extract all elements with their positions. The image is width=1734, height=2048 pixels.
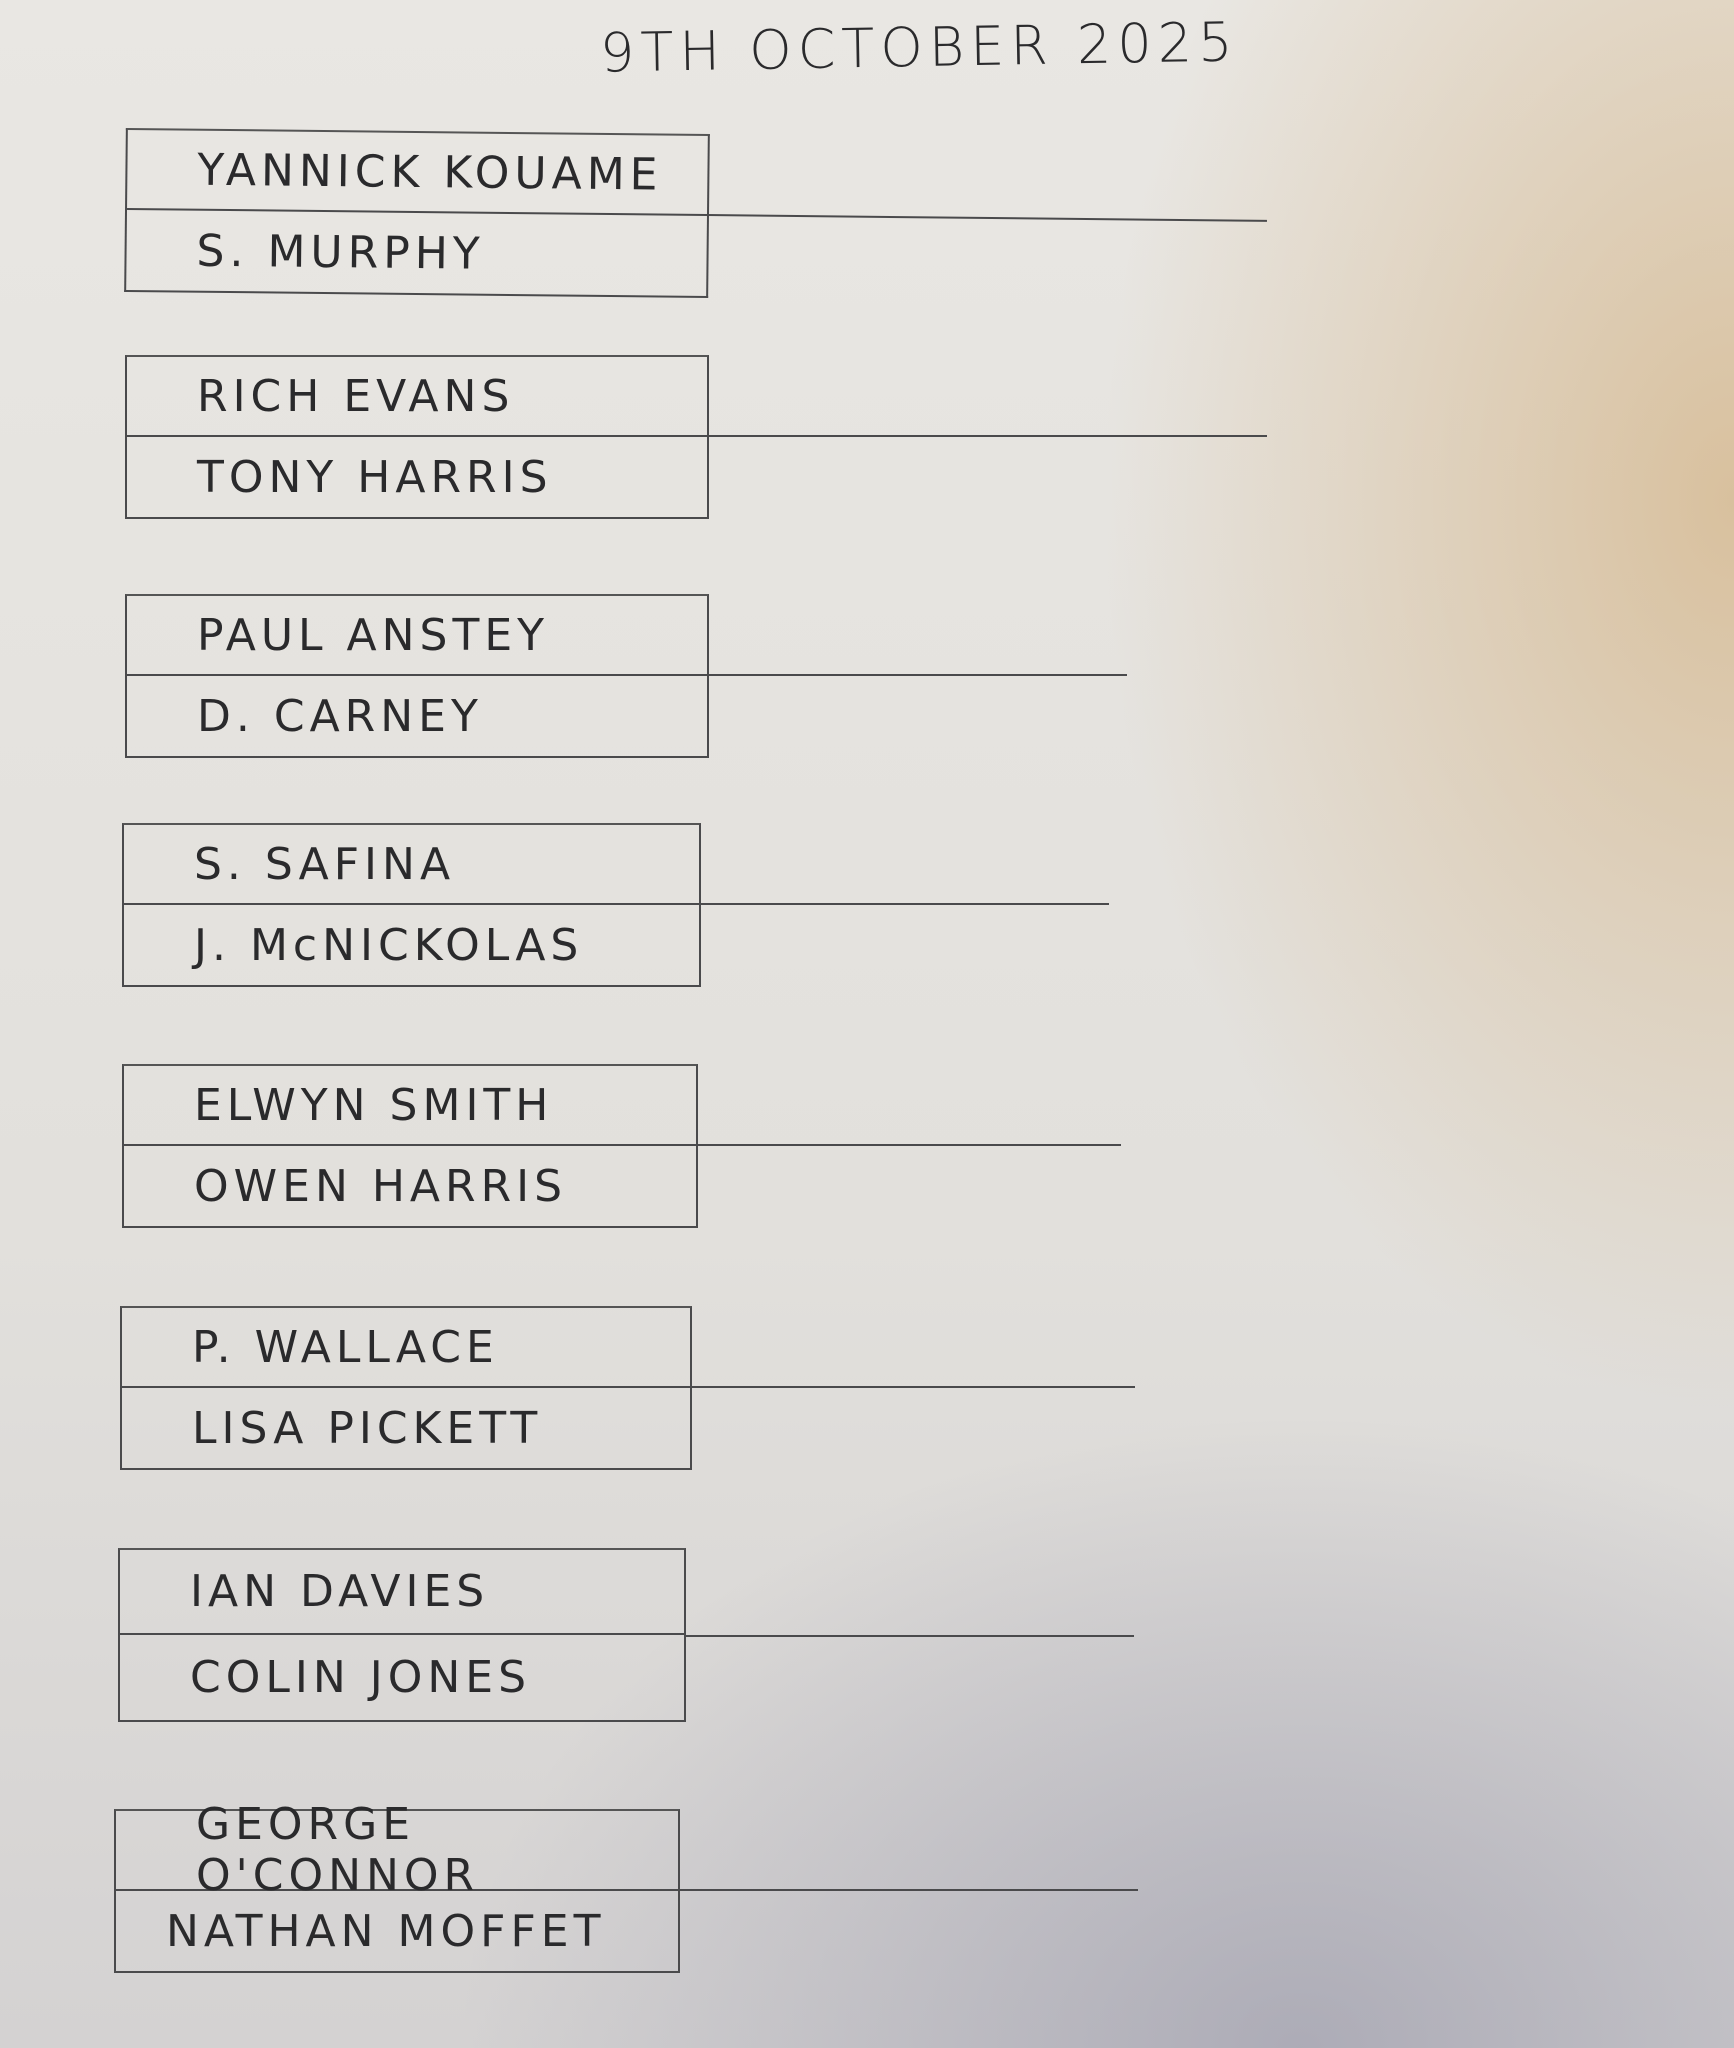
- winner-line: [690, 1386, 1135, 1388]
- winner-line: [699, 903, 1109, 905]
- player-slot: RICH EVANS: [127, 357, 707, 437]
- match-1: YANNICK KOUAME S. MURPHY: [124, 127, 1267, 299]
- player-slot: TONY HARRIS: [197, 451, 553, 503]
- match-box: S. SAFINA J. McNICKOLAS: [122, 823, 701, 987]
- match-8: GEORGE O'CONNOR NATHAN MOFFET: [114, 1799, 1138, 1973]
- player-slot: ELWYN SMITH: [124, 1066, 696, 1146]
- player-slot: NATHAN MOFFET: [166, 1905, 606, 1957]
- winner-line: [684, 1635, 1134, 1637]
- match-3: PAUL ANSTEY D. CARNEY: [125, 594, 1127, 758]
- player-slot: P. WALLACE: [122, 1308, 690, 1388]
- winner-line: [696, 1144, 1121, 1146]
- match-2: RICH EVANS TONY HARRIS: [125, 355, 1267, 519]
- winner-line: [706, 214, 1267, 222]
- player-slot: OWEN HARRIS: [194, 1160, 568, 1212]
- match-box: ELWYN SMITH OWEN HARRIS: [122, 1064, 698, 1228]
- player-slot: LISA PICKETT: [192, 1402, 543, 1454]
- player-slot: PAUL ANSTEY: [127, 596, 707, 676]
- match-box: GEORGE O'CONNOR NATHAN MOFFET: [114, 1799, 680, 1973]
- winner-line: [707, 435, 1267, 437]
- match-6: P. WALLACE LISA PICKETT: [120, 1306, 1135, 1470]
- match-4: S. SAFINA J. McNICKOLAS: [122, 823, 1109, 987]
- winner-line: [707, 674, 1127, 676]
- match-5: ELWYN SMITH OWEN HARRIS: [122, 1064, 1121, 1228]
- match-box: YANNICK KOUAME S. MURPHY: [124, 127, 710, 299]
- player-slot: S. SAFINA: [124, 825, 699, 905]
- player-slot: YANNICK KOUAME: [127, 129, 708, 217]
- match-box: IAN DAVIES COLIN JONES: [118, 1548, 686, 1722]
- player-slot: J. McNICKOLAS: [194, 919, 584, 971]
- page-date: 9TH OCTOBER 2025: [599, 10, 1239, 85]
- player-slot: IAN DAVIES: [120, 1550, 684, 1635]
- match-box: P. WALLACE LISA PICKETT: [120, 1306, 692, 1470]
- player-slot: S. MURPHY: [196, 225, 485, 280]
- match-box: PAUL ANSTEY D. CARNEY: [125, 594, 709, 758]
- player-slot: GEORGE O'CONNOR: [116, 1799, 678, 1901]
- winner-line: [678, 1889, 1138, 1891]
- match-box: RICH EVANS TONY HARRIS: [125, 355, 709, 519]
- match-7: IAN DAVIES COLIN JONES: [118, 1548, 1134, 1722]
- player-slot: D. CARNEY: [197, 690, 483, 742]
- player-slot: COLIN JONES: [190, 1652, 531, 1703]
